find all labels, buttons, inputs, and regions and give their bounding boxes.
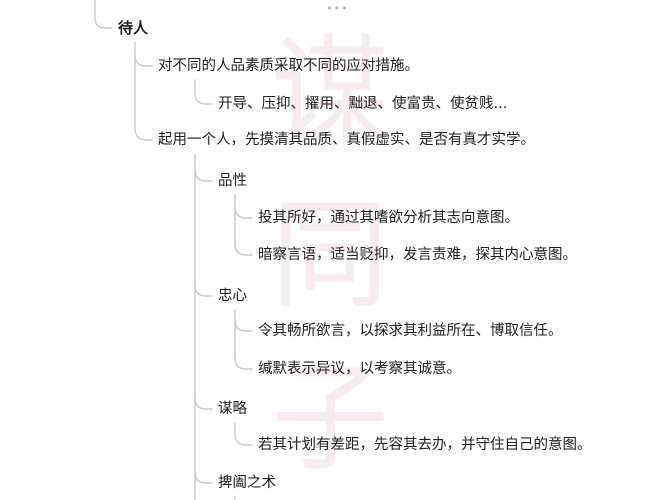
tree-node-item[interactable]: 忠心 — [218, 288, 247, 304]
tree-node-item[interactable]: 令其畅所欲言，以探求其利益所在、博取信任。 — [258, 323, 563, 339]
tree-node-root[interactable]: 待人 — [118, 19, 149, 37]
tree-node-item[interactable]: 若其计划有差距，先容其去办，并守住自己的意图。 — [258, 437, 592, 453]
tree-node-item[interactable]: 对不同的人品素质采取不同的应对措施。 — [158, 58, 419, 74]
connector-item-4 — [194, 169, 213, 182]
connector-item-7 — [194, 284, 213, 297]
connector-item-3 — [134, 127, 153, 141]
connector-item-5 — [234, 206, 253, 219]
connector-item-8 — [234, 319, 253, 332]
tree-node-item[interactable]: 暗察言语，适当贬抑，发言责难，探其内心意图。 — [258, 247, 577, 263]
connector-item-10 — [194, 397, 213, 410]
connector-root — [94, 0, 113, 29]
tree-node-item[interactable]: 缄默表示异议，以考察其诚意。 — [258, 361, 461, 377]
connector-item-6 — [234, 243, 253, 256]
tree-node-item[interactable]: 起用一个人，先摸清其品质、真假虚实、是否有真才实学。 — [158, 132, 535, 148]
tree-node-item[interactable]: 品性 — [218, 173, 247, 189]
connector-item-12 — [194, 471, 213, 484]
tree-node-item[interactable]: 开导、压抑、擢用、黜退、使富贵、使贫贱... — [218, 96, 508, 112]
tree-node-item[interactable]: 捭阖之术 — [218, 475, 276, 491]
connector-item-9 — [234, 357, 253, 370]
tree-node-item[interactable]: 投其所好，通过其嗜欲分析其志向意图。 — [258, 210, 519, 226]
connector-item-11 — [234, 422, 253, 446]
drag-handle-icon[interactable]: ••• — [326, 2, 349, 15]
connector-item-1 — [134, 54, 153, 67]
tree-node-item[interactable]: 谋略 — [218, 401, 247, 417]
connector-item-2 — [194, 79, 213, 105]
